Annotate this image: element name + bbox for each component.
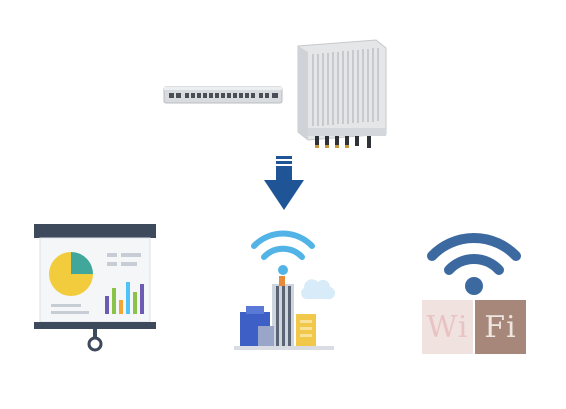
wifi-logo: Wi Fi bbox=[422, 300, 526, 354]
down-arrow-icon bbox=[262, 156, 306, 212]
smart-city-wifi-icon bbox=[232, 226, 336, 352]
presentation-board-icon bbox=[31, 224, 159, 354]
wifi-letter-fi: Fi bbox=[475, 300, 526, 354]
wifi-letter-wi: Wi bbox=[422, 300, 473, 354]
network-switch-icon bbox=[163, 84, 283, 106]
wifi-icon: Wi Fi bbox=[422, 230, 526, 354]
outdoor-access-point-icon bbox=[293, 28, 388, 154]
